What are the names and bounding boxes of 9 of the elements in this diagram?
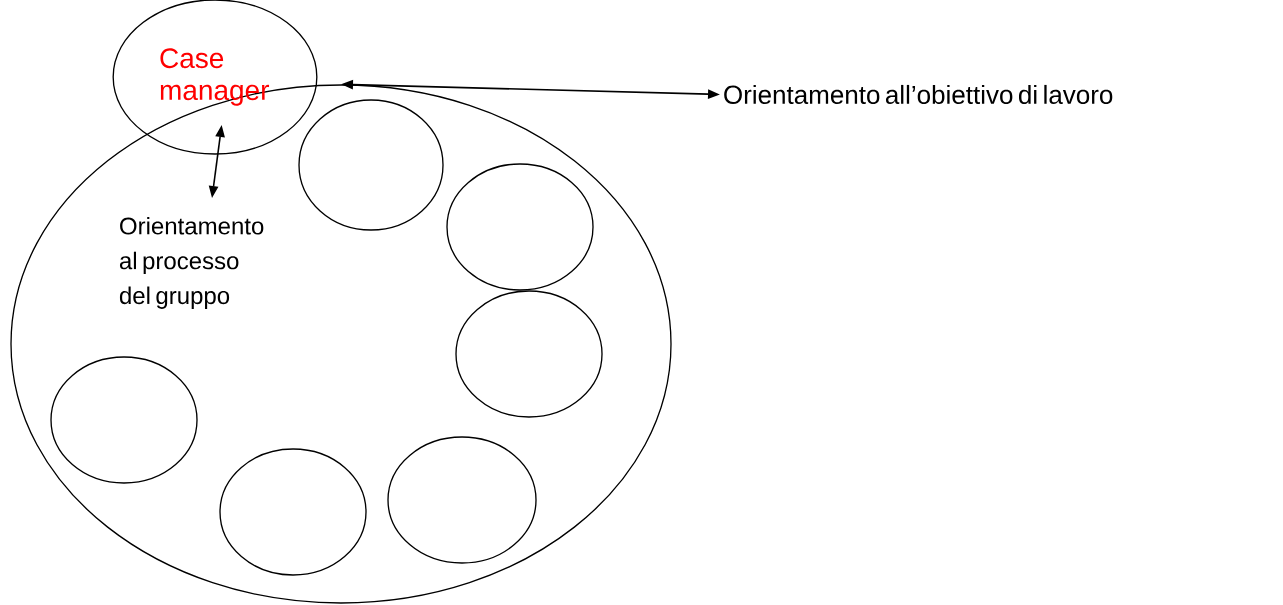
group-ellipse bbox=[10, 84, 672, 604]
member-ellipse bbox=[446, 163, 594, 291]
member-ellipse bbox=[219, 448, 367, 576]
label-text: Orientamento al processo del gruppo bbox=[119, 216, 264, 309]
member-ellipse bbox=[50, 356, 198, 484]
member-ellipse bbox=[455, 290, 603, 418]
member-ellipse bbox=[387, 436, 537, 564]
member-ellipse bbox=[298, 99, 444, 231]
label-text: Orientamento all’obiettivo di lavoro bbox=[724, 84, 1113, 104]
